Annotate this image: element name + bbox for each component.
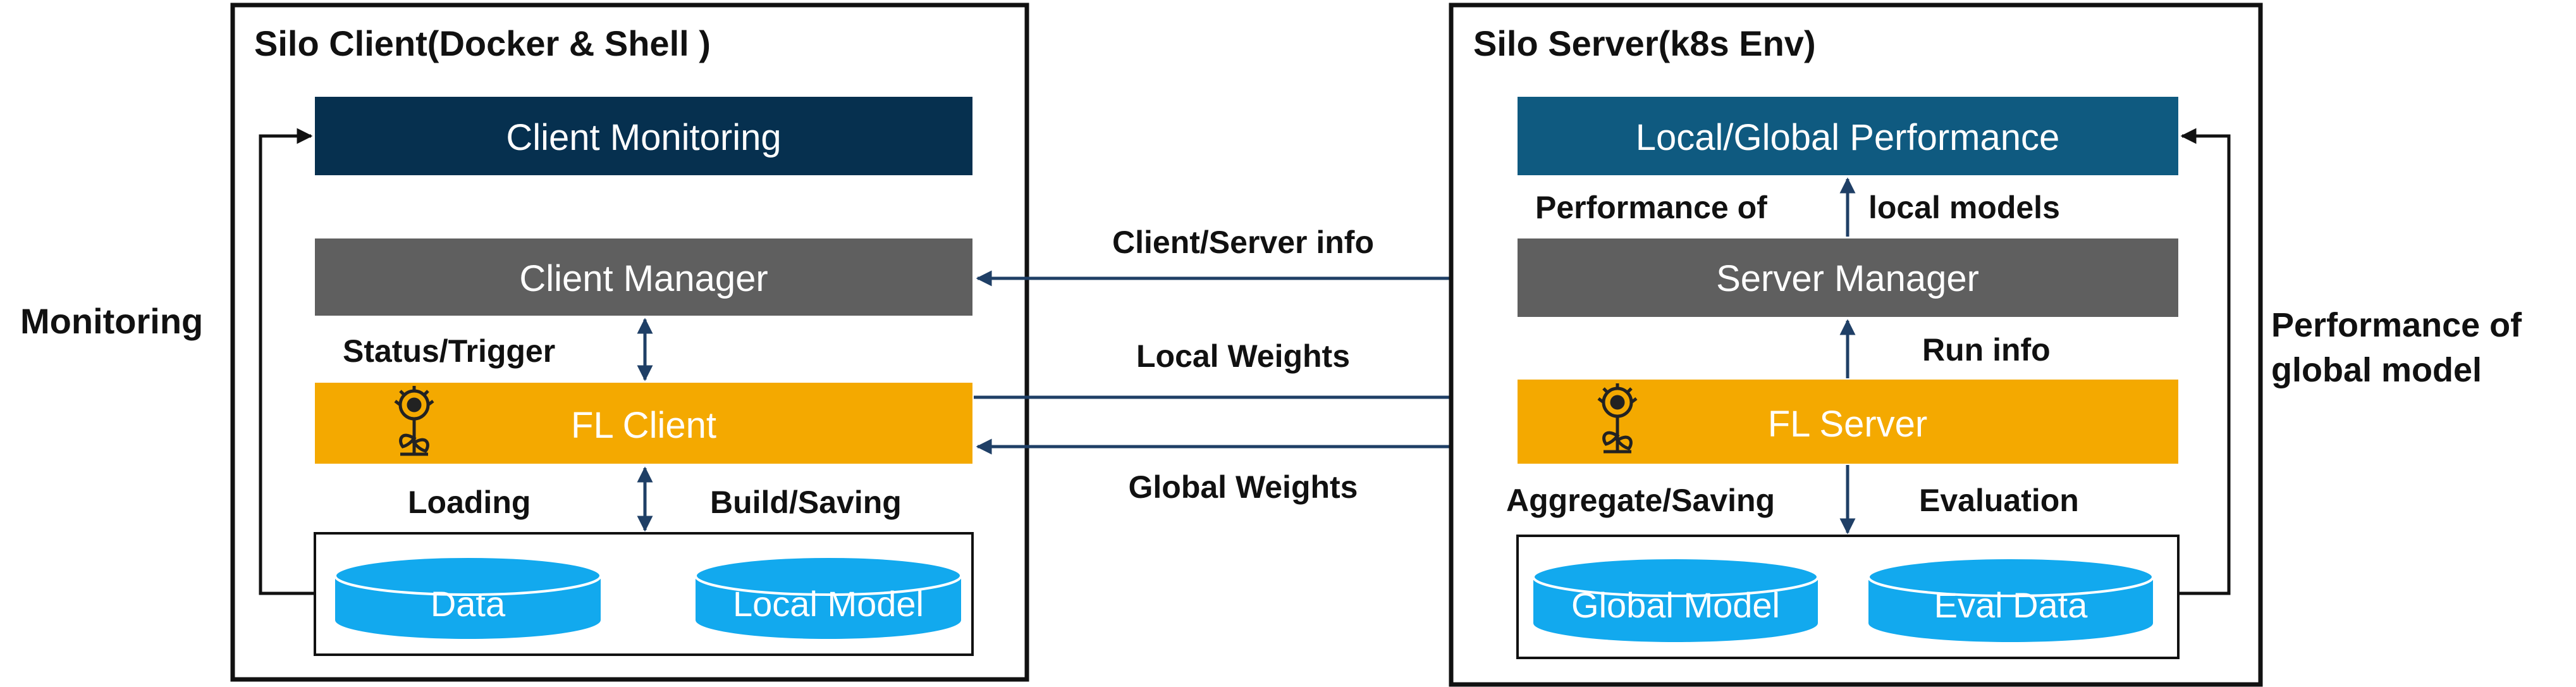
- performance-box[interactable]: [1518, 97, 2178, 175]
- flower-icon: [394, 386, 434, 456]
- monitoring-label: Monitoring: [20, 301, 203, 341]
- evaluation-loop-arrow: [2178, 128, 2231, 595]
- fl-server-label: FL Server: [1768, 404, 1927, 445]
- evaluation-label: Evaluation: [1919, 483, 2079, 518]
- perf-global-label-line2: global model: [2271, 351, 2482, 389]
- server-manager-label: Server Manager: [1716, 258, 1979, 299]
- local-model-database-label: Local Model: [733, 584, 924, 624]
- monitoring-loop-arrow: [259, 128, 315, 595]
- server-silo: Silo Server(k8s Env) Local/Global Perfor…: [1449, 3, 2263, 687]
- server-manager-box[interactable]: [1518, 238, 2178, 317]
- local-weights-label: Local Weights: [1136, 338, 1350, 374]
- build-saving-label: Build/Saving: [710, 485, 902, 520]
- flower-icon: [1597, 383, 1638, 454]
- perf-local-label-b: local models: [1868, 190, 2060, 225]
- fl-client-label: FL Client: [571, 405, 716, 446]
- silo-links: Client/Server info Local Weights Global …: [974, 225, 1516, 505]
- client-silo-title: Silo Client(Docker & Shell ): [254, 23, 711, 63]
- data-database-label: Data: [431, 584, 506, 624]
- client-silo: Silo Client(Docker & Shell ) Client Moni…: [230, 3, 1029, 682]
- client-manager-box[interactable]: [315, 238, 972, 316]
- data-database[interactable]: [334, 555, 602, 639]
- run-info-label: Run info: [1922, 332, 2051, 368]
- client-monitoring-box[interactable]: [315, 97, 972, 175]
- global-weights-label: Global Weights: [1129, 469, 1358, 505]
- loading-label: Loading: [408, 485, 531, 520]
- client-server-info-label: Client/Server info: [1112, 225, 1374, 260]
- aggregate-saving-label: Aggregate/Saving: [1506, 483, 1775, 518]
- client-monitoring-label: Client Monitoring: [506, 117, 781, 158]
- global-model-database[interactable]: [1532, 557, 1819, 642]
- client-manager-label: Client Manager: [519, 258, 768, 299]
- eval-data-database[interactable]: [1867, 557, 2154, 642]
- global-model-database-label: Global Model: [1571, 585, 1780, 625]
- local-model-database[interactable]: [694, 555, 962, 639]
- perf-local-label-a: Performance of: [1535, 190, 1767, 225]
- perf-global-label-line1: Performance of: [2271, 306, 2522, 344]
- eval-data-database-label: Eval Data: [1934, 585, 2088, 625]
- performance-box-label: Local/Global Performance: [1636, 117, 2060, 158]
- status-trigger-label: Status/Trigger: [343, 333, 555, 369]
- server-silo-title: Silo Server(k8s Env): [1473, 23, 1816, 63]
